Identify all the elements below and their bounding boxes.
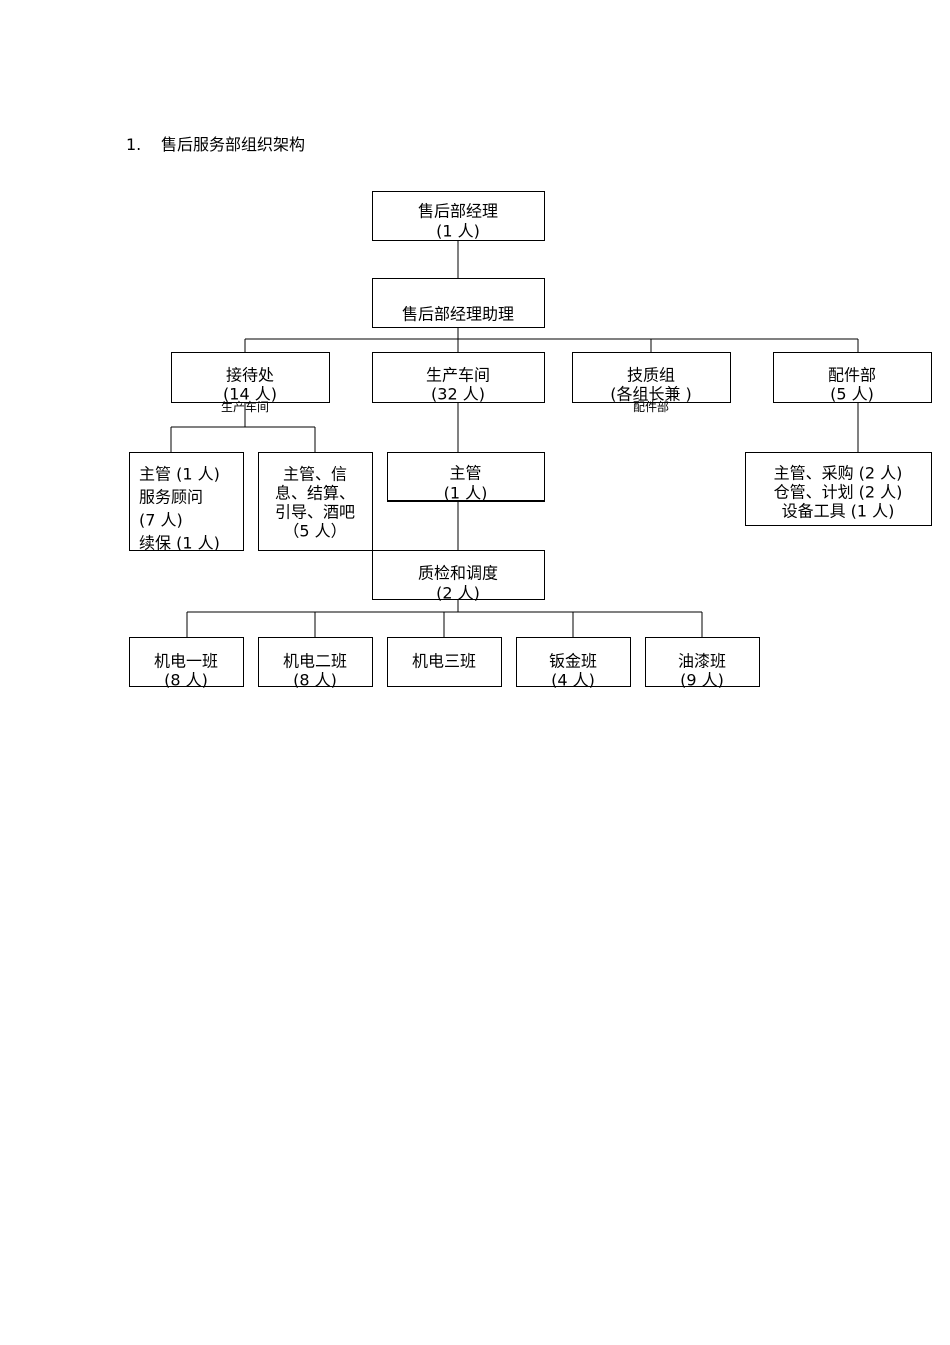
- node-box: [645, 637, 760, 687]
- node-box: [572, 352, 731, 403]
- node-label-line: (8 人): [293, 671, 337, 690]
- node-label-line: 机电一班: [154, 652, 218, 671]
- node-box: [745, 452, 932, 526]
- node-label-line: 质检和调度: [418, 564, 498, 583]
- node-label-line: (32 人): [431, 385, 485, 404]
- org-node-manager: 售后部经理(1 人): [372, 191, 545, 241]
- org-node-assistant: 售后部经理助理: [372, 278, 545, 328]
- node-label-line: 机电三班: [412, 652, 476, 671]
- node-box: [372, 191, 545, 241]
- org-node-parts: 配件部(5 人): [773, 352, 932, 404]
- org-node-team1: 机电一班(8 人): [129, 637, 244, 690]
- node-label-line: 设备工具 (1 人): [782, 502, 895, 521]
- node-label-line: 售后部经理: [418, 202, 498, 221]
- node-box: [372, 352, 545, 403]
- node-label-line: 油漆班: [678, 652, 726, 671]
- node-label-line: (2 人): [436, 584, 480, 603]
- org-node-team4: 钣金班(4 人): [516, 637, 631, 690]
- node-label-line: 息、结算、: [275, 484, 355, 503]
- node-label-line: (7 人): [139, 511, 183, 530]
- node-label-line: (1 人): [436, 222, 480, 241]
- node-label-line: (4 人): [551, 671, 595, 690]
- node-label-line: (8 人): [164, 671, 208, 690]
- node-label-line: 技质组: [627, 366, 675, 385]
- node-label-line: 钣金班: [549, 652, 597, 671]
- node-box: [372, 550, 545, 600]
- section-title: 售后服务部组织架构: [161, 135, 306, 154]
- node-label-line: (5 人): [830, 385, 874, 404]
- org-node-parts-sub: 主管、采购 (2 人)仓管、计划 (2 人)设备工具 (1 人): [745, 452, 932, 526]
- node-label-line: (9 人): [680, 671, 724, 690]
- node-box: [171, 352, 330, 403]
- node-box: [516, 637, 631, 687]
- org-node-production-supervisor: 主管(1 人): [387, 452, 545, 503]
- node-label-line: 主管: [449, 464, 481, 483]
- node-box: [129, 637, 244, 687]
- org-node-team3: 机电三班: [387, 637, 502, 687]
- node-box: [773, 352, 932, 403]
- node-label-line: 生产车间: [426, 366, 490, 385]
- section-number: 1.: [126, 135, 142, 154]
- node-label-line: 服务顾问: [139, 488, 203, 507]
- node-box: [129, 452, 244, 551]
- annotation-quality: 配件部: [633, 399, 669, 414]
- org-node-reception: 接待处(14 人): [171, 352, 330, 404]
- node-box: [372, 278, 545, 328]
- node-label-line: 续保 (1 人): [139, 534, 220, 553]
- node-label-line: 配件部: [828, 366, 876, 385]
- node-label-line: (各组长兼 ): [610, 385, 692, 404]
- org-node-reception-sub2: 主管、信息、结算、引导、酒吧（5 人）: [258, 452, 373, 551]
- node-label-line: 主管、采购 (2 人): [774, 464, 903, 483]
- annotation-reception: 生产车间: [221, 399, 269, 414]
- node-label-line: (14 人): [223, 385, 277, 404]
- node-box: [387, 452, 545, 502]
- section-heading: 1. 售后服务部组织架构: [126, 131, 305, 155]
- node-label-line: 引导、酒吧: [275, 503, 355, 522]
- node-box: [387, 637, 502, 687]
- node-label-line: 仓管、计划 (2 人): [774, 483, 903, 502]
- org-node-quality-tech: 技质组(各组长兼 ): [572, 352, 731, 404]
- org-node-reception-sub1: 主管 (1 人) 服务顾问 (7 人) 续保 (1 人): [129, 452, 244, 553]
- node-label-line: 主管 (1 人): [139, 465, 220, 484]
- org-node-qc-dispatch: 质检和调度(2 人): [372, 550, 545, 603]
- node-box: [258, 637, 373, 687]
- org-node-production: 生产车间(32 人): [372, 352, 545, 404]
- node-label-line: 机电二班: [283, 652, 347, 671]
- node-box: [258, 452, 373, 551]
- node-label-line: (1 人): [444, 484, 488, 503]
- node-label-line: 接待处: [226, 366, 274, 385]
- org-node-team5: 油漆班(9 人): [645, 637, 760, 690]
- node-label-line: （5 人）: [283, 522, 346, 541]
- node-label-line: 售后部经理助理: [402, 305, 514, 324]
- org-node-team2: 机电二班(8 人): [258, 637, 373, 690]
- node-label-line: 主管、信: [283, 465, 347, 484]
